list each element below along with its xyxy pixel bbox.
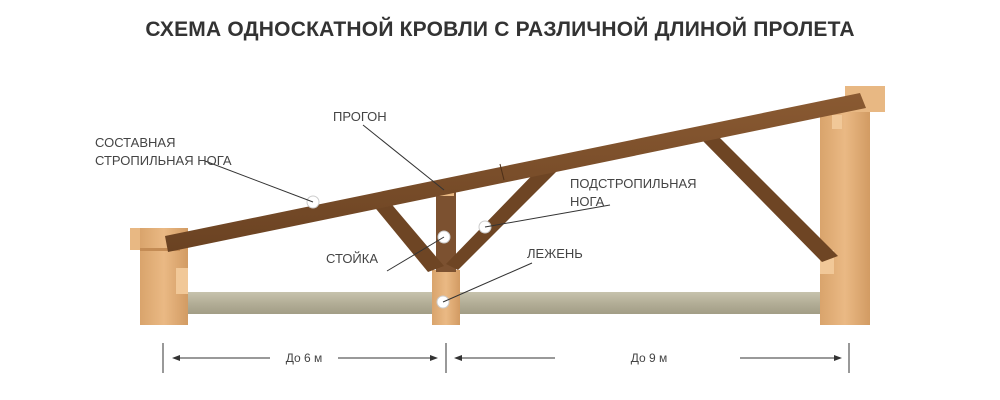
- right-strut: [702, 134, 838, 262]
- rafter-label-line2: СТРОПИЛЬНАЯ НОГА: [95, 153, 232, 168]
- strut-label-line1: ПОДСТРОПИЛЬНАЯ: [570, 176, 697, 191]
- post: [436, 186, 456, 272]
- dimension-arrows: [172, 355, 842, 361]
- strut-label-line2: НОГА: [570, 194, 605, 209]
- rafter-label-line1: СОСТАВНАЯ: [95, 135, 175, 150]
- left-strut: [372, 200, 444, 272]
- right-wall: [820, 86, 885, 325]
- sill-label: ЛЕЖЕНЬ: [527, 246, 583, 261]
- left-span-label: До 6 м: [286, 351, 323, 365]
- dimension-lines: [162, 343, 850, 373]
- rafter: [165, 93, 866, 252]
- purlin-label: ПРОГОН: [333, 109, 387, 124]
- post-label: СТОЙКА: [326, 251, 378, 266]
- right-span-label: До 9 м: [631, 351, 668, 365]
- floor-slab: [185, 292, 825, 314]
- diagram-title: СХЕМА ОДНОСКАТНОЙ КРОВЛИ С РАЗЛИЧНОЙ ДЛИ…: [145, 18, 855, 41]
- leader-lines: [204, 124, 611, 303]
- rafter-strut: [446, 162, 560, 270]
